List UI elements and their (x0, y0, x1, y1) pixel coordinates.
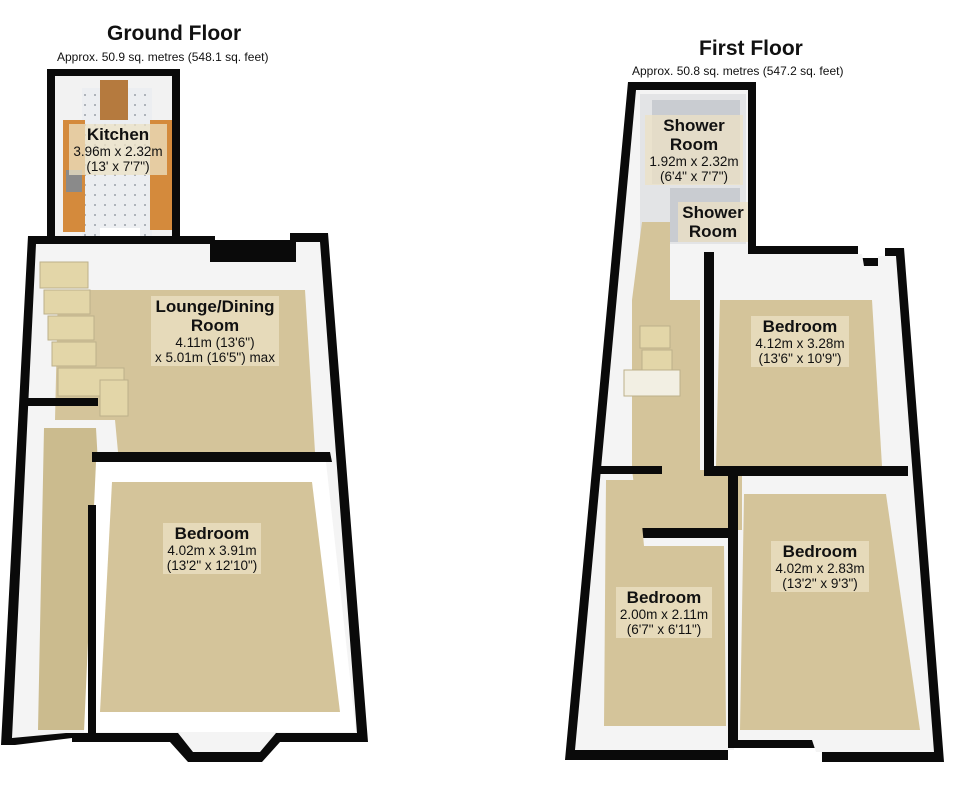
kitchen-name: Kitchen (86, 125, 150, 144)
ground-bedroom-dim-m: 4.02m x 3.91m (167, 543, 257, 559)
first-bedroom-3-dim-ft: (6'7" x 6'11") (626, 622, 702, 638)
first-bedroom-1-label: Bedroom 4.12m x 3.28m (13'6" x 10'9") (730, 316, 870, 368)
shower-room-2-label: Shower Room (668, 202, 758, 243)
ground-bedroom-name: Bedroom (174, 524, 250, 543)
first-bedroom-2-name: Bedroom (782, 542, 858, 561)
first-bedroom-1-dim-ft: (13'6" x 10'9") (758, 351, 842, 367)
first-staircase (623, 325, 681, 397)
landing-floor (632, 222, 742, 530)
ground-floor-plan (1, 69, 368, 762)
lounge-name-line2: Room (190, 316, 240, 336)
kitchen-dim-ft: (13' x 7'7") (86, 159, 150, 175)
first-bedroom-3-name: Bedroom (626, 588, 702, 607)
shower-room-1-dim-m: 1.92m x 2.32m (649, 154, 739, 170)
kitchen-area (47, 69, 180, 243)
ground-staircase (39, 261, 129, 417)
ground-bedroom-area (84, 462, 356, 733)
back-door (100, 80, 128, 120)
lounge-dim-ft: x 5.01m (16'5") max (155, 350, 275, 366)
first-bedroom-2-label: Bedroom 4.02m x 2.83m (13'2" x 9'3") (750, 541, 890, 593)
lounge-dim-m: 4.11m (13'6") (175, 335, 255, 351)
first-bedroom-3-dim-m: 2.00m x 2.11m (619, 607, 709, 623)
kitchen-label: Kitchen 3.96m x 2.32m (13' x 7'7") (58, 124, 178, 176)
first-bedroom-1-dim-m: 4.12m x 3.28m (755, 336, 845, 352)
ground-bedroom-label: Bedroom 4.02m x 3.91m (13'2" x 12'10") (137, 523, 287, 575)
shower-room-1-name-line1: Shower (663, 116, 725, 135)
first-floor-area: Approx. 50.8 sq. metres (547.2 sq. feet) (632, 64, 844, 78)
ground-floor-area: Approx. 50.9 sq. metres (548.1 sq. feet) (57, 50, 269, 64)
first-bedroom-1-name: Bedroom (762, 317, 838, 336)
lounge-label: Lounge/Dining Room 4.11m (13'6") x 5.01m… (120, 296, 310, 367)
ground-bedroom-dim-ft: (13'2" x 12'10") (166, 558, 258, 574)
shower-room-2-name-line1: Shower (682, 203, 744, 222)
first-bedroom-2-dim-ft: (13'2" x 9'3") (782, 576, 858, 592)
shower-room-2-name-line2: Room (688, 222, 738, 242)
shower-room-1-label: Shower Room 1.92m x 2.32m (6'4" x 7'7") (632, 115, 756, 186)
kitchen-dim-m: 3.96m x 2.32m (73, 144, 163, 160)
shower-room-1-dim-ft: (6'4" x 7'7") (659, 169, 728, 185)
ground-floor-title: Ground Floor (107, 22, 242, 45)
lounge-name-line1: Lounge/Dining (155, 297, 275, 316)
first-bedroom-3-label: Bedroom 2.00m x 2.11m (6'7" x 6'11") (600, 587, 728, 639)
shower-room-1-name-line2: Room (669, 135, 719, 155)
hob-icon (66, 170, 82, 192)
first-bedroom-2-dim-m: 4.02m x 2.83m (775, 561, 865, 577)
first-floor-title: First Floor (699, 37, 803, 60)
hallway-floor (38, 428, 100, 730)
